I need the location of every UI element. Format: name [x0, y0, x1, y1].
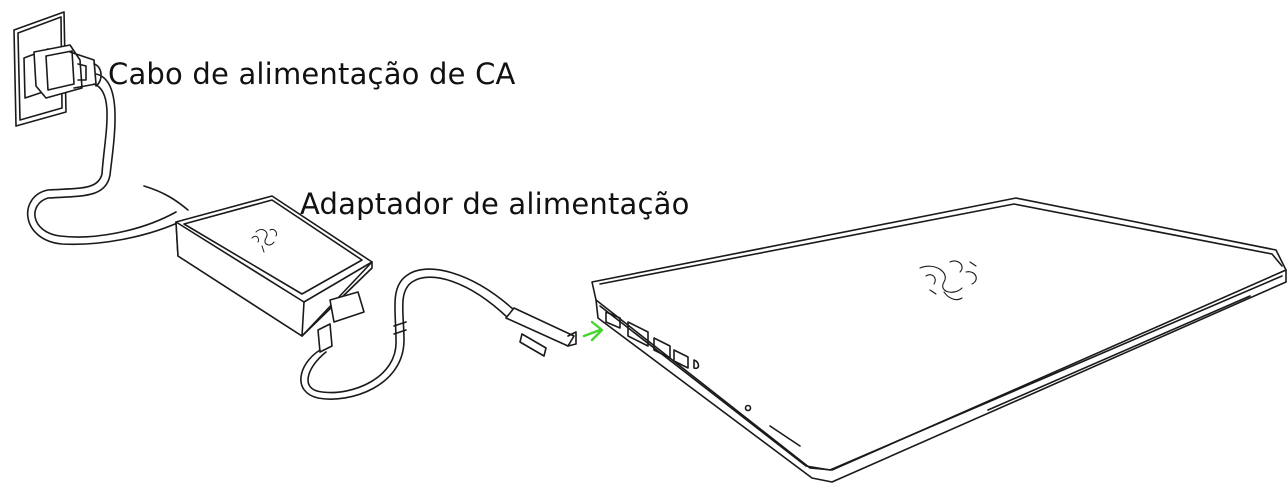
laptop-icon — [591, 197, 1287, 483]
dc-cable — [300, 268, 577, 400]
ac-cable-label: Cabo de alimentação de CA — [108, 57, 516, 91]
razer-logo-icon — [251, 229, 277, 253]
power-adapter-label: Adaptador de alimentação — [300, 187, 690, 221]
power-adapter-icon — [175, 195, 373, 353]
side-ports — [605, 311, 801, 447]
ac-cable — [26, 73, 189, 246]
razer-logo-icon — [919, 260, 977, 301]
connection-arrow-icon — [582, 320, 604, 342]
power-plug-icon — [33, 44, 102, 99]
